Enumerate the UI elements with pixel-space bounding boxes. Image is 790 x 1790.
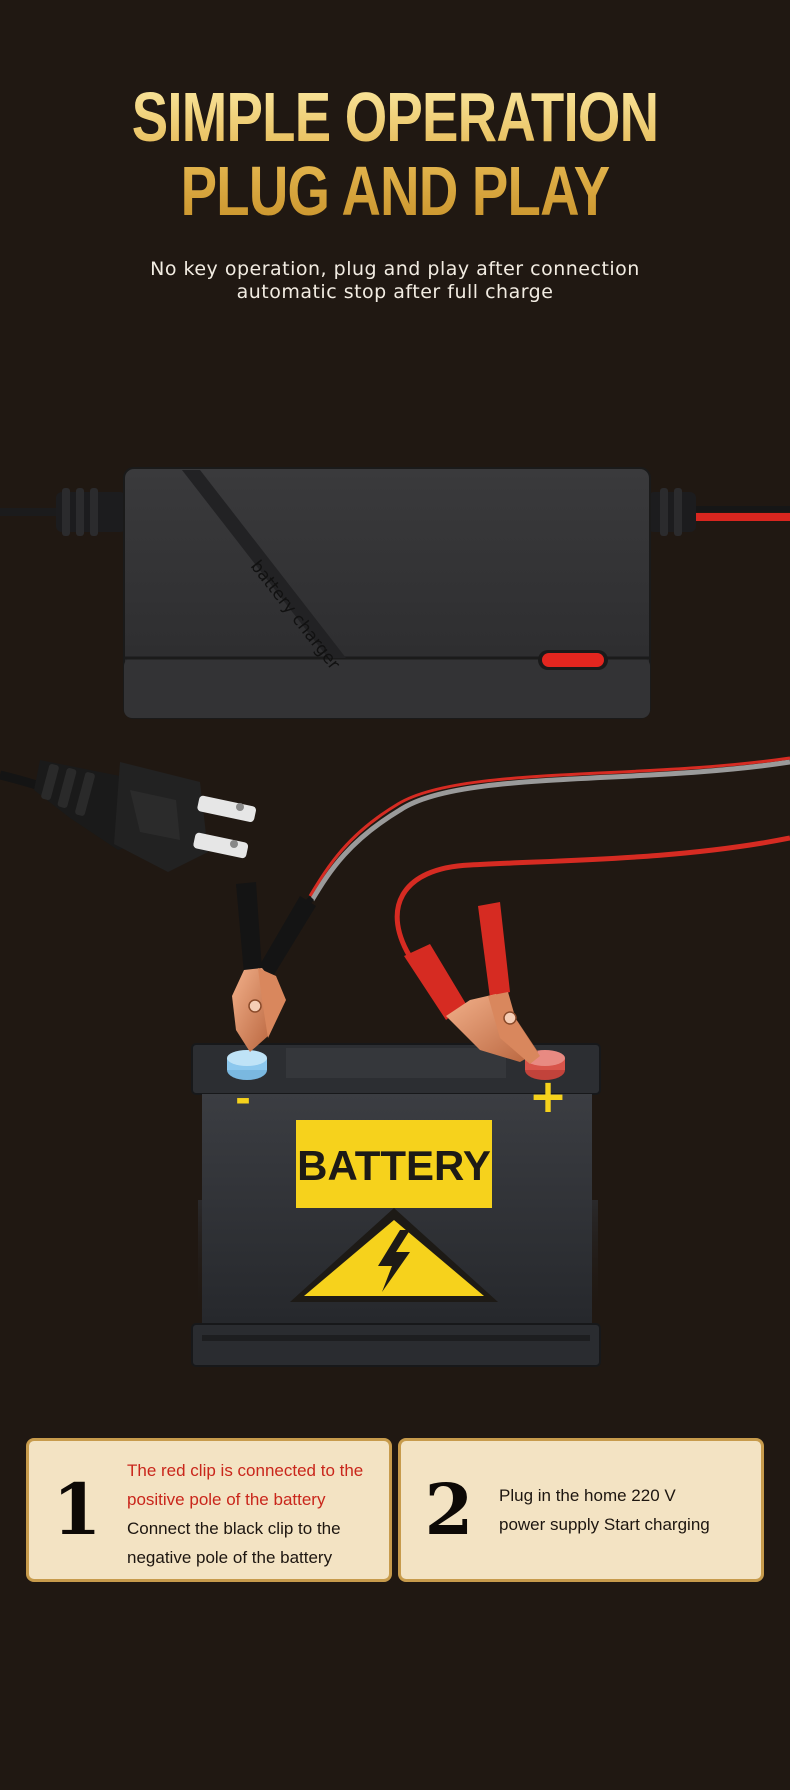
step-1-line-3: Connect the black clip to the xyxy=(127,1519,341,1538)
step-2-line-1: Plug in the home 220 V xyxy=(499,1486,676,1505)
lightning-warning-icon xyxy=(290,1208,498,1302)
charger-cables xyxy=(0,488,790,536)
wall-plug xyxy=(0,760,256,872)
battery-label: BATTERY xyxy=(297,1142,491,1189)
subtitle-line-2: automatic stop after full charge xyxy=(236,281,554,303)
negative-terminal-sign: - xyxy=(235,1077,251,1121)
black-clip xyxy=(232,882,316,1052)
step-1-highlight-line-2: positive pole of the battery xyxy=(127,1490,326,1509)
battery-label-plate xyxy=(296,1120,492,1208)
headline-line-1: SIMPLE OPERATION xyxy=(131,78,659,156)
step-1-line-4: negative pole of the battery xyxy=(127,1548,333,1567)
red-clip xyxy=(404,902,540,1064)
charger-illustration: battery charger - xyxy=(0,467,790,1367)
charger-indicator-light xyxy=(542,653,604,667)
battery: - + BATTERY xyxy=(191,1043,601,1367)
step-2-text: Plug in the home 220 V power supply Star… xyxy=(499,1481,757,1539)
step-1-card: 1 The red clip is connected to the posit… xyxy=(26,1438,392,1582)
clip-cables xyxy=(308,756,790,962)
subtitle-line-1: No key operation, plug and play after co… xyxy=(150,258,640,280)
headline: SIMPLE OPERATION PLUG AND PLAY xyxy=(87,80,703,228)
subtitle: No key operation, plug and play after co… xyxy=(0,258,790,304)
step-2-card: 2 Plug in the home 220 V power supply St… xyxy=(398,1438,764,1582)
step-1-highlight-line-1: The red clip is connected to the xyxy=(127,1461,364,1480)
charger-body: battery charger xyxy=(123,467,651,719)
step-1-text: The red clip is connected to the positiv… xyxy=(127,1456,385,1572)
step-2-number: 2 xyxy=(424,1468,474,1551)
step-2-line-2: power supply Start charging xyxy=(499,1515,710,1534)
step-1-number: 1 xyxy=(52,1468,102,1551)
headline-line-2: PLUG AND PLAY xyxy=(180,152,610,230)
positive-terminal-sign: + xyxy=(529,1069,568,1123)
